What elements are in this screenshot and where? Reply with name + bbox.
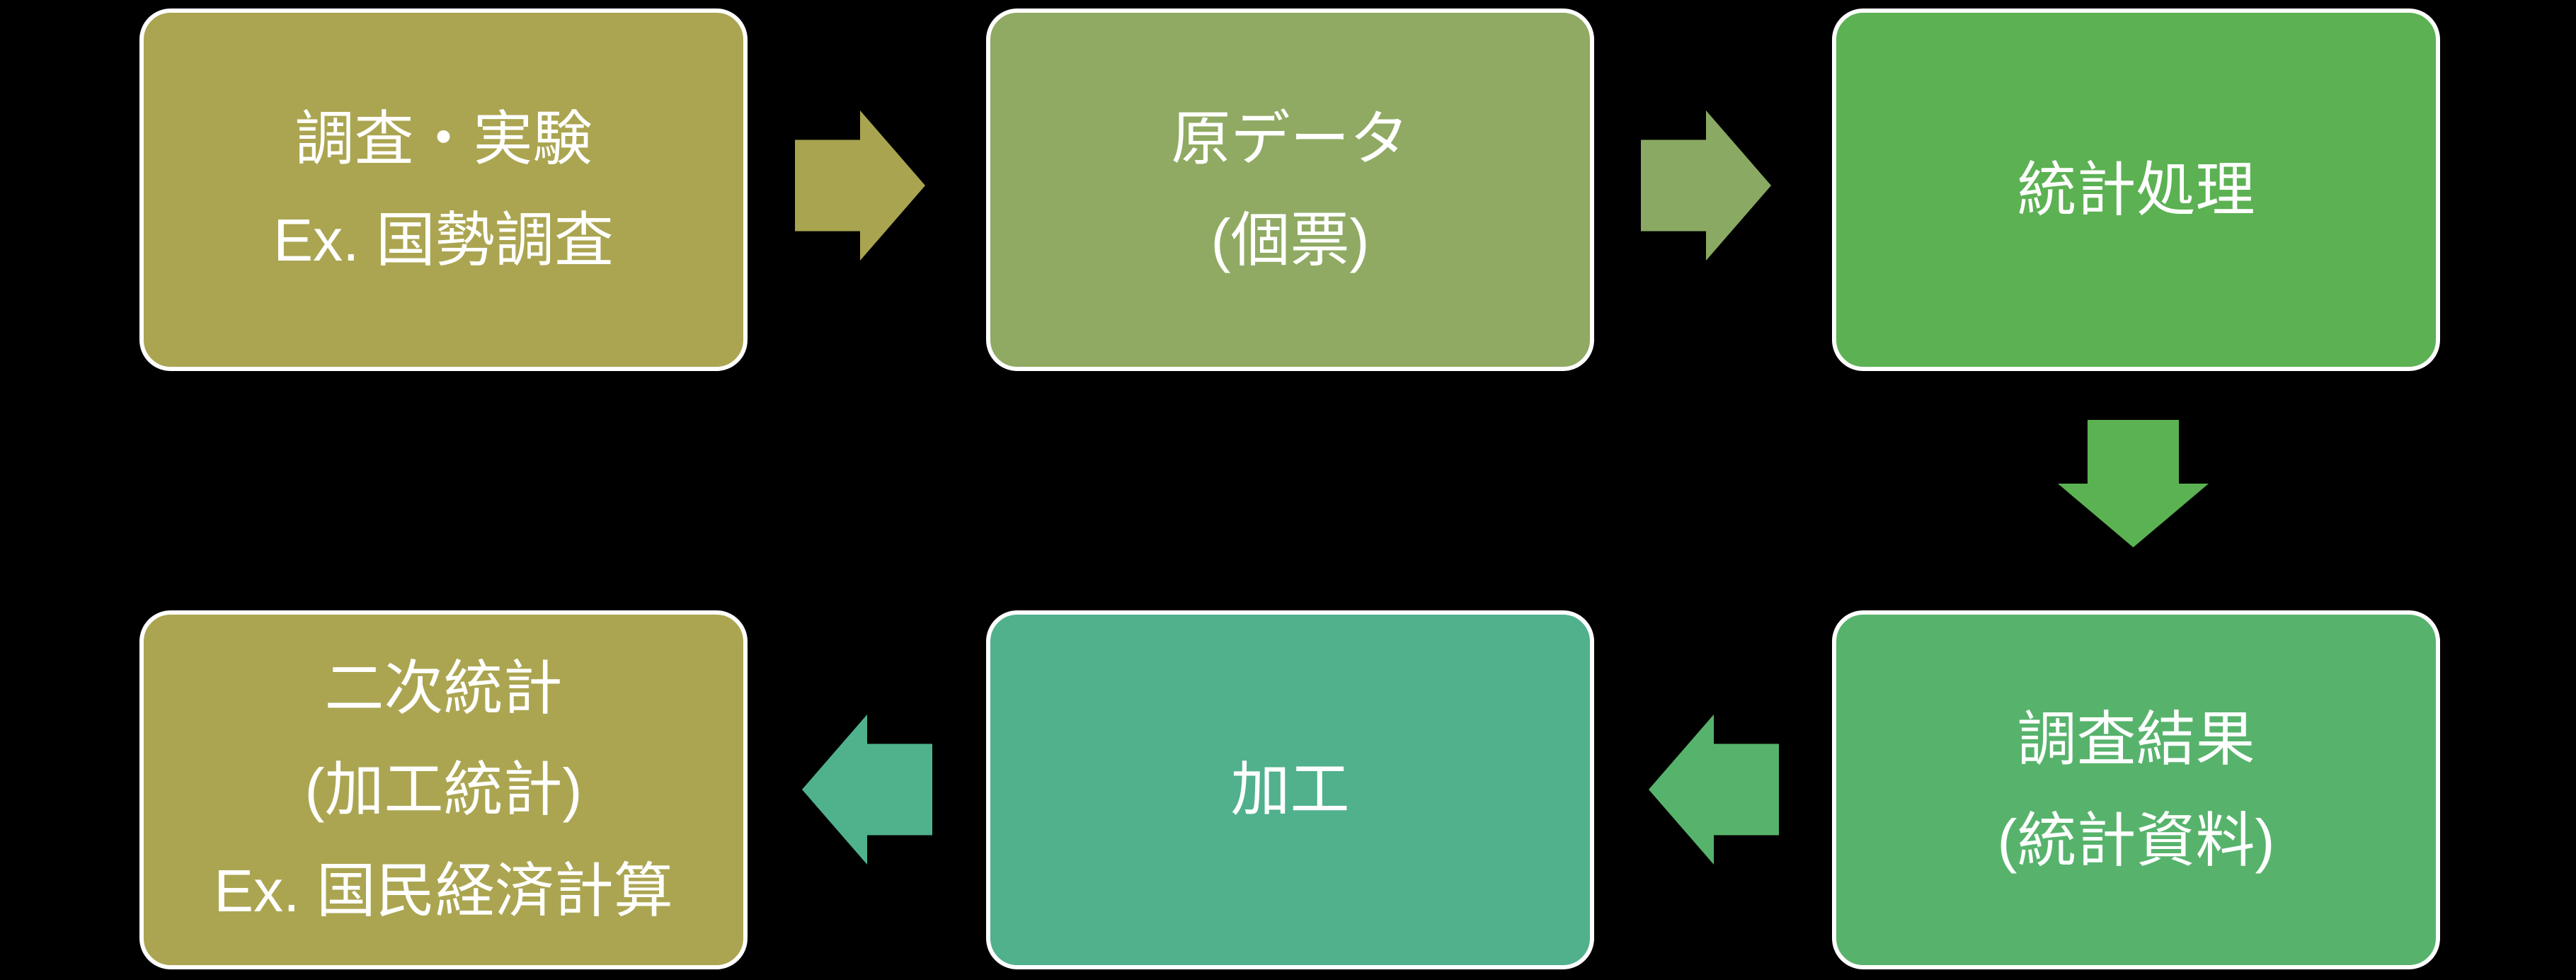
box-secondary-statistics: 二次統計 (加工統計) Ex. 国民経済計算 (139, 610, 748, 969)
right-arrow-icon (1641, 110, 1771, 261)
box-raw-data: 原データ (個票) (986, 8, 1594, 371)
box-secondary-statistics-line-3: Ex. 国民経済計算 (214, 858, 673, 924)
right-arrow-icon (795, 110, 925, 261)
box-survey-results-line-2: (統計資料) (1997, 807, 2275, 874)
box-statistical-processing-line-1: 統計処理 (2017, 156, 2255, 223)
box-survey-experiment: 調査・実験 Ex. 国勢調査 (139, 8, 748, 371)
box-survey-experiment-line-2: Ex. 国勢調査 (273, 207, 614, 273)
box-raw-data-line-1: 原データ (1171, 106, 1409, 172)
box-survey-results-line-1: 調査結果 (2017, 705, 2255, 773)
box-secondary-statistics-line-1: 二次統計 (324, 655, 563, 722)
box-statistical-processing: 統計処理 (1832, 8, 2440, 371)
left-arrow-icon (802, 714, 932, 865)
box-processing: 加工 (986, 610, 1594, 969)
box-raw-data-line-2: (個票) (1210, 207, 1370, 273)
box-processing-line-1: 加工 (1230, 756, 1350, 823)
box-survey-results: 調査結果 (統計資料) (1832, 610, 2440, 969)
down-arrow-icon (2058, 420, 2209, 547)
box-secondary-statistics-line-2: (加工統計) (304, 756, 583, 823)
box-survey-experiment-line-1: 調査・実験 (294, 106, 593, 172)
left-arrow-icon (1649, 714, 1779, 865)
